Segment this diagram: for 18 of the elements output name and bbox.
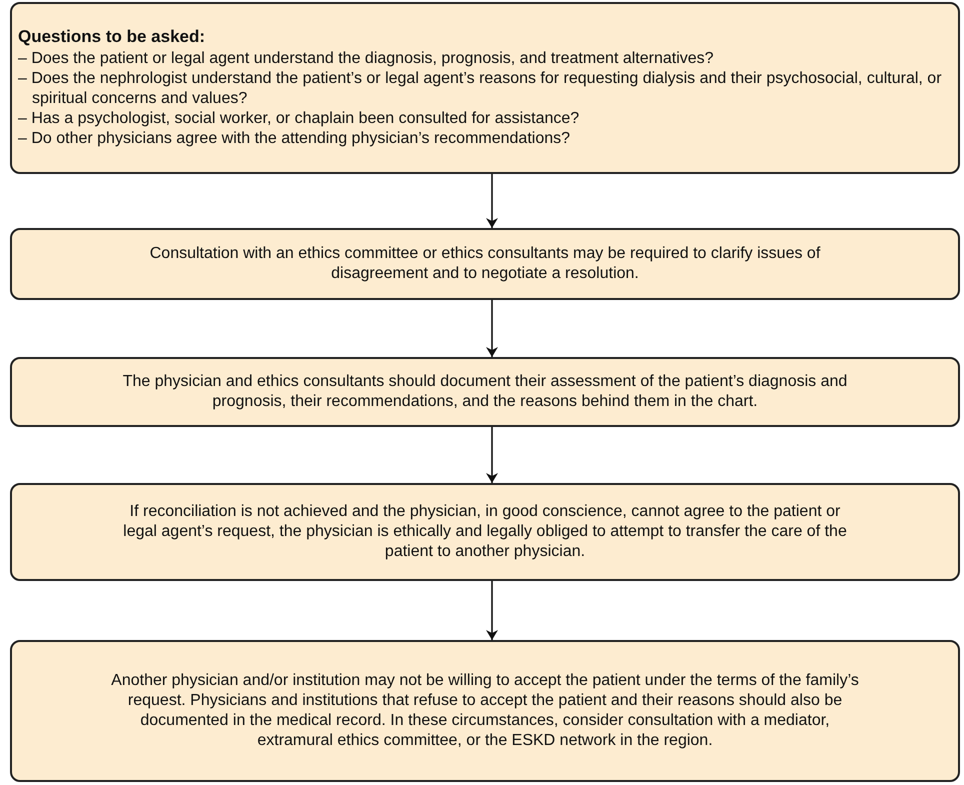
box-text: The physician and ethics consultants should document their assessment of the patient’s diagnosis and prognosis, their recommendations, and the reasons behind them in the chart. — [122, 372, 848, 412]
arrow — [486, 581, 498, 640]
box-text: Another physician and/or institution may not be willing to accept the patient under the terms of the family’s request. Physicians and institutions that refuse to accept the patient and their reasons should also be documented in the medical record. In these circumstances, consider consultation with a mediator, extramural ethics committee, or the ESKD network in the region. — [110, 671, 860, 751]
process-box — [10, 357, 960, 427]
question-text: – Has a psychologist, social worker, or chaplain been consulted for assistance? — [18, 109, 580, 129]
question-text: – Do other physicians agree with the attending physician’s recommendations? — [18, 129, 570, 149]
process-box — [10, 228, 960, 300]
arrow — [486, 427, 498, 483]
arrow — [486, 174, 498, 228]
process-box — [10, 640, 960, 782]
box-text: If reconciliation is not achieved and the physician, in good conscience, cannot agree to the patient or legal agent’s request, the physician is ethically and legally obliged to attempt to transfer the care of the patient to another physician. — [122, 502, 848, 562]
box-text: Consultation with an ethics committee or ethics consultants may be required to clarify issues of disagreement and to negotiate a resolution. — [148, 244, 822, 284]
process-box — [10, 483, 960, 581]
process-box — [10, 2, 960, 174]
box-heading: Questions to be asked: — [18, 27, 206, 47]
question-text: – Does the patient or legal agent understand the diagnosis, prognosis, and treatment alternatives? — [18, 49, 714, 69]
arrow — [486, 300, 498, 357]
question-text: – Does the nephrologist understand the patient’s or legal agent’s reasons for requesting dialysis and their psychosocial, cultural, or spiritual concerns and values? — [18, 69, 943, 109]
